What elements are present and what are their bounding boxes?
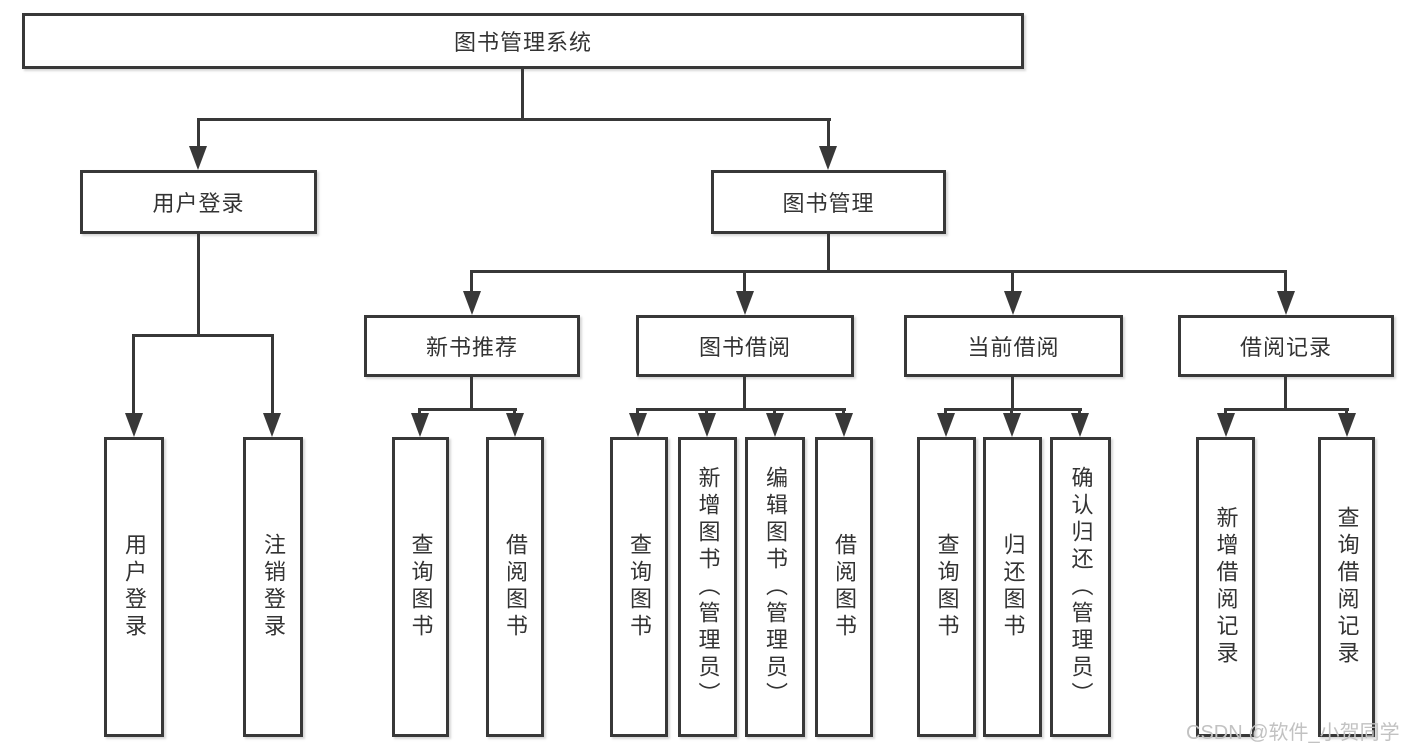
node-user-login-label: 用户登录: [152, 191, 245, 216]
arrow-down-icon: [1071, 413, 1089, 437]
connector-drop-user-login: [197, 118, 200, 150]
node-book-borrow: 图书借阅: [636, 315, 854, 377]
leaf-borrow-query-books-label: 查询图书: [627, 533, 652, 641]
connector-drop-leaf: [1224, 408, 1227, 416]
arrow-down-icon: [1338, 413, 1356, 437]
leaf-return-books: 归还图书: [983, 437, 1042, 737]
node-library-management-system: 图书管理系统: [22, 13, 1024, 69]
node-borrow-records-label: 借阅记录: [1239, 335, 1332, 360]
node-user-login: 用户登录: [80, 170, 317, 234]
arrow-down-icon: [736, 291, 754, 315]
arrow-down-icon: [263, 413, 281, 437]
leaf-newbook-borrow-books: 借阅图书: [486, 437, 544, 737]
node-new-book-recommend-label: 新书推荐: [425, 335, 518, 360]
arrow-down-icon: [1277, 291, 1295, 315]
leaf-borrow-books: 借阅图书: [815, 437, 873, 737]
leaf-current-query-books: 查询图书: [917, 437, 976, 737]
node-book-management-label: 图书管理: [782, 191, 875, 216]
arrow-down-icon: [1003, 413, 1021, 437]
arrow-down-icon: [1004, 291, 1022, 315]
leaf-logout: 注销登录: [243, 437, 303, 737]
arrow-down-icon: [698, 413, 716, 437]
connector-drop-leaf: [132, 334, 135, 415]
arrow-down-icon: [189, 146, 207, 170]
arrow-down-icon: [125, 413, 143, 437]
node-new-book-recommend: 新书推荐: [364, 315, 580, 377]
connector-root-trunk: [521, 69, 524, 121]
node-borrow-records: 借阅记录: [1178, 315, 1394, 377]
connector-level2-split: [471, 270, 1287, 273]
connector-drop-book-management: [827, 118, 830, 150]
connector-new-book-trunk: [470, 377, 473, 411]
leaf-return-books-label: 归还图书: [1000, 533, 1026, 641]
connector-drop-leaf: [1345, 408, 1348, 416]
leaf-add-borrow-record: 新增借阅记录: [1196, 437, 1255, 737]
leaf-add-borrow-record-label: 新增借阅记录: [1213, 506, 1239, 668]
connector-borrow-records-trunk: [1284, 377, 1287, 411]
connector-drop-borrow-records: [1284, 270, 1287, 294]
arrow-down-icon: [506, 413, 524, 437]
leaf-newbook-query-books-label: 查询图书: [408, 533, 434, 641]
connector-drop-leaf: [636, 408, 639, 416]
leaf-query-borrow-record-label: 查询借阅记录: [1334, 506, 1360, 668]
connector-current-borrow-split: [945, 408, 1082, 411]
node-library-management-system-label: 图书管理系统: [453, 30, 592, 55]
leaf-edit-book-admin: 编辑图书（管理员）: [745, 437, 805, 737]
connector-book-borrow-trunk: [743, 377, 746, 411]
connector-drop-leaf: [418, 408, 421, 416]
leaf-query-borrow-record: 查询借阅记录: [1318, 437, 1375, 737]
connector-drop-leaf: [842, 408, 845, 416]
arrow-down-icon: [766, 413, 784, 437]
connector-new-book-split: [419, 408, 517, 411]
connector-book-management-trunk: [827, 234, 830, 273]
connector-book-borrow-split: [637, 408, 846, 411]
connector-drop-leaf: [773, 408, 776, 416]
connector-current-borrow-trunk: [1011, 377, 1014, 411]
leaf-borrow-query-books: 查询图书: [610, 437, 668, 737]
leaf-logout-label: 注销登录: [261, 533, 286, 641]
watermark-text: CSDN @软件_小贺同学: [1186, 722, 1400, 744]
leaf-confirm-return-admin: 确认归还（管理员）: [1050, 437, 1111, 737]
arrow-down-icon: [629, 413, 647, 437]
arrow-down-icon: [835, 413, 853, 437]
arrow-down-icon: [411, 413, 429, 437]
leaf-user-login-label: 用户登录: [122, 533, 147, 641]
arrow-down-icon: [463, 291, 481, 315]
leaf-add-book-admin: 新增图书（管理员）: [678, 437, 737, 737]
leaf-current-query-books-label: 查询图书: [934, 533, 960, 641]
connector-drop-current-borrow: [1011, 270, 1014, 294]
connector-drop-leaf: [1010, 408, 1013, 416]
connector-level1-split: [197, 118, 831, 121]
connector-borrow-records-split: [1225, 408, 1349, 411]
arrow-down-icon: [819, 146, 837, 170]
connector-drop-new-book: [470, 270, 473, 294]
leaf-confirm-return-admin-label: 确认归还（管理员）: [1068, 465, 1094, 709]
leaf-borrow-books-label: 借阅图书: [832, 533, 857, 641]
leaf-edit-book-admin-label: 编辑图书（管理员）: [763, 465, 788, 709]
connector-drop-leaf: [705, 408, 708, 416]
connector-drop-book-borrow: [743, 270, 746, 294]
node-book-borrow-label: 图书借阅: [698, 335, 791, 360]
arrow-down-icon: [937, 413, 955, 437]
leaf-user-login: 用户登录: [104, 437, 164, 737]
node-book-management: 图书管理: [711, 170, 946, 234]
arrow-down-icon: [1217, 413, 1235, 437]
connector-drop-leaf: [271, 334, 274, 415]
leaf-newbook-query-books: 查询图书: [392, 437, 449, 737]
connector-user-login-split: [132, 334, 274, 337]
leaf-newbook-borrow-books-label: 借阅图书: [503, 533, 528, 641]
leaf-add-book-admin-label: 新增图书（管理员）: [695, 465, 721, 709]
connector-drop-leaf: [944, 408, 947, 416]
node-current-borrow-label: 当前借阅: [967, 335, 1060, 360]
connector-user-login-trunk: [197, 234, 200, 337]
connector-drop-leaf: [1078, 408, 1081, 416]
connector-drop-leaf: [513, 408, 516, 416]
node-current-borrow: 当前借阅: [904, 315, 1123, 377]
